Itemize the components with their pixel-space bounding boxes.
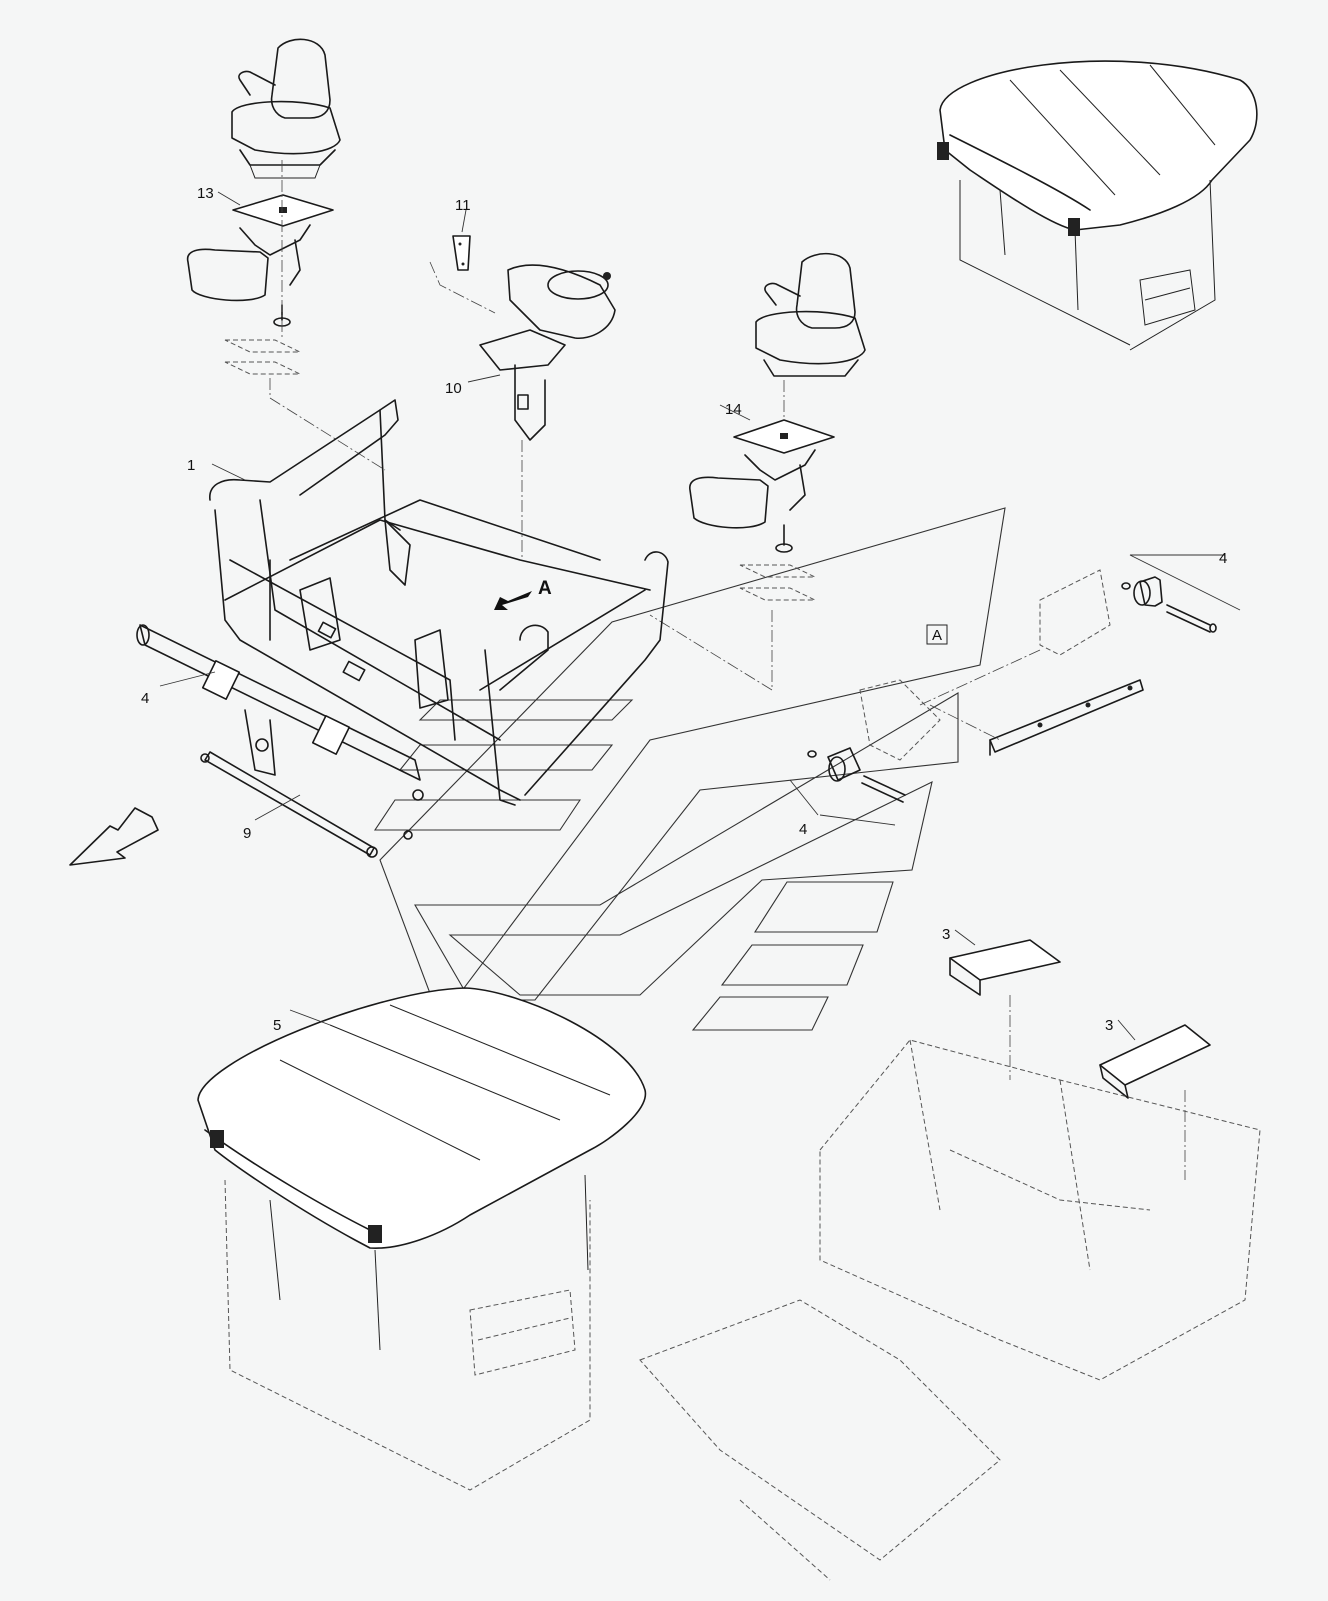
view-a-arrow-icon bbox=[494, 591, 532, 610]
callout-5: 5 bbox=[273, 1017, 281, 1034]
reference-chevron-icon bbox=[373, 507, 1006, 1031]
callout-1: 1 bbox=[187, 457, 195, 474]
callout-4-left: 4 bbox=[141, 690, 149, 707]
chassis-ghost bbox=[639, 1039, 1261, 1581]
callout-4-middle: 4 bbox=[799, 821, 807, 838]
hinge-assembly-4 bbox=[136, 624, 421, 781]
gas-strut-9 bbox=[200, 751, 424, 858]
cab-roof-5 bbox=[197, 987, 647, 1491]
callout-4-top-right: 4 bbox=[1219, 550, 1227, 567]
seat-14 bbox=[755, 252, 866, 377]
view-a-arrow-label: A bbox=[538, 578, 552, 599]
seat-base-14 bbox=[649, 380, 835, 691]
front-direction-arrow-icon bbox=[69, 807, 159, 866]
callout-11: 11 bbox=[455, 197, 471, 214]
view-a-detail bbox=[807, 569, 1217, 803]
callout-3-right: 3 bbox=[1105, 1017, 1113, 1034]
cab-frame-1 bbox=[209, 399, 669, 806]
callout-3-left: 3 bbox=[942, 926, 950, 943]
seat-13 bbox=[231, 38, 341, 179]
seat-13-mount-ghost bbox=[224, 160, 386, 471]
floor-plate-3b bbox=[1099, 1024, 1211, 1180]
callout-14: 14 bbox=[725, 401, 742, 418]
panel-11 bbox=[429, 235, 496, 314]
callout-13: 13 bbox=[197, 185, 214, 202]
callout-10: 10 bbox=[445, 380, 462, 397]
floor-plate-3a bbox=[949, 939, 1061, 1080]
leader-lines bbox=[159, 191, 1241, 1041]
callout-9: 9 bbox=[243, 825, 251, 842]
seat-base-13 bbox=[186, 194, 334, 327]
view-a-box-label: A bbox=[932, 627, 942, 644]
steering-column-10 bbox=[479, 264, 616, 560]
cab-roof-top-right bbox=[937, 60, 1258, 351]
